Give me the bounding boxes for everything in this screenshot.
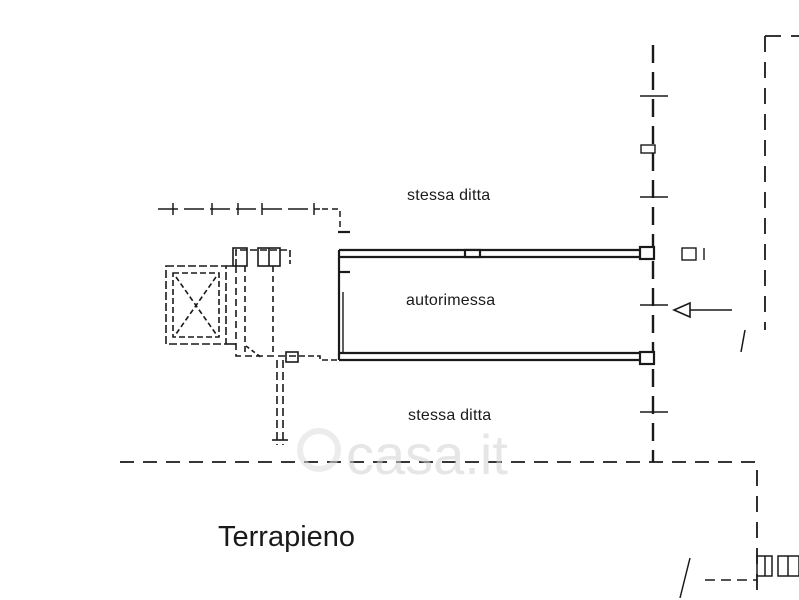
garage-label: autorimessa (406, 292, 496, 309)
corner-fragments (679, 329, 799, 599)
boundary-ticks (640, 95, 668, 413)
bottom-room-label: stessa ditta (408, 407, 492, 424)
arrow-left-icon (672, 301, 732, 319)
left-annex (165, 247, 339, 445)
watermark-logo-icon (297, 428, 341, 472)
garage-walls (337, 230, 656, 366)
watermark: casa.it (346, 423, 508, 486)
door-mark (681, 247, 705, 261)
far-right-wall (756, 35, 799, 600)
embankment-label: Terrapieno (218, 521, 356, 553)
upper-left-wall (158, 203, 341, 232)
top-room-label: stessa ditta (407, 187, 491, 204)
